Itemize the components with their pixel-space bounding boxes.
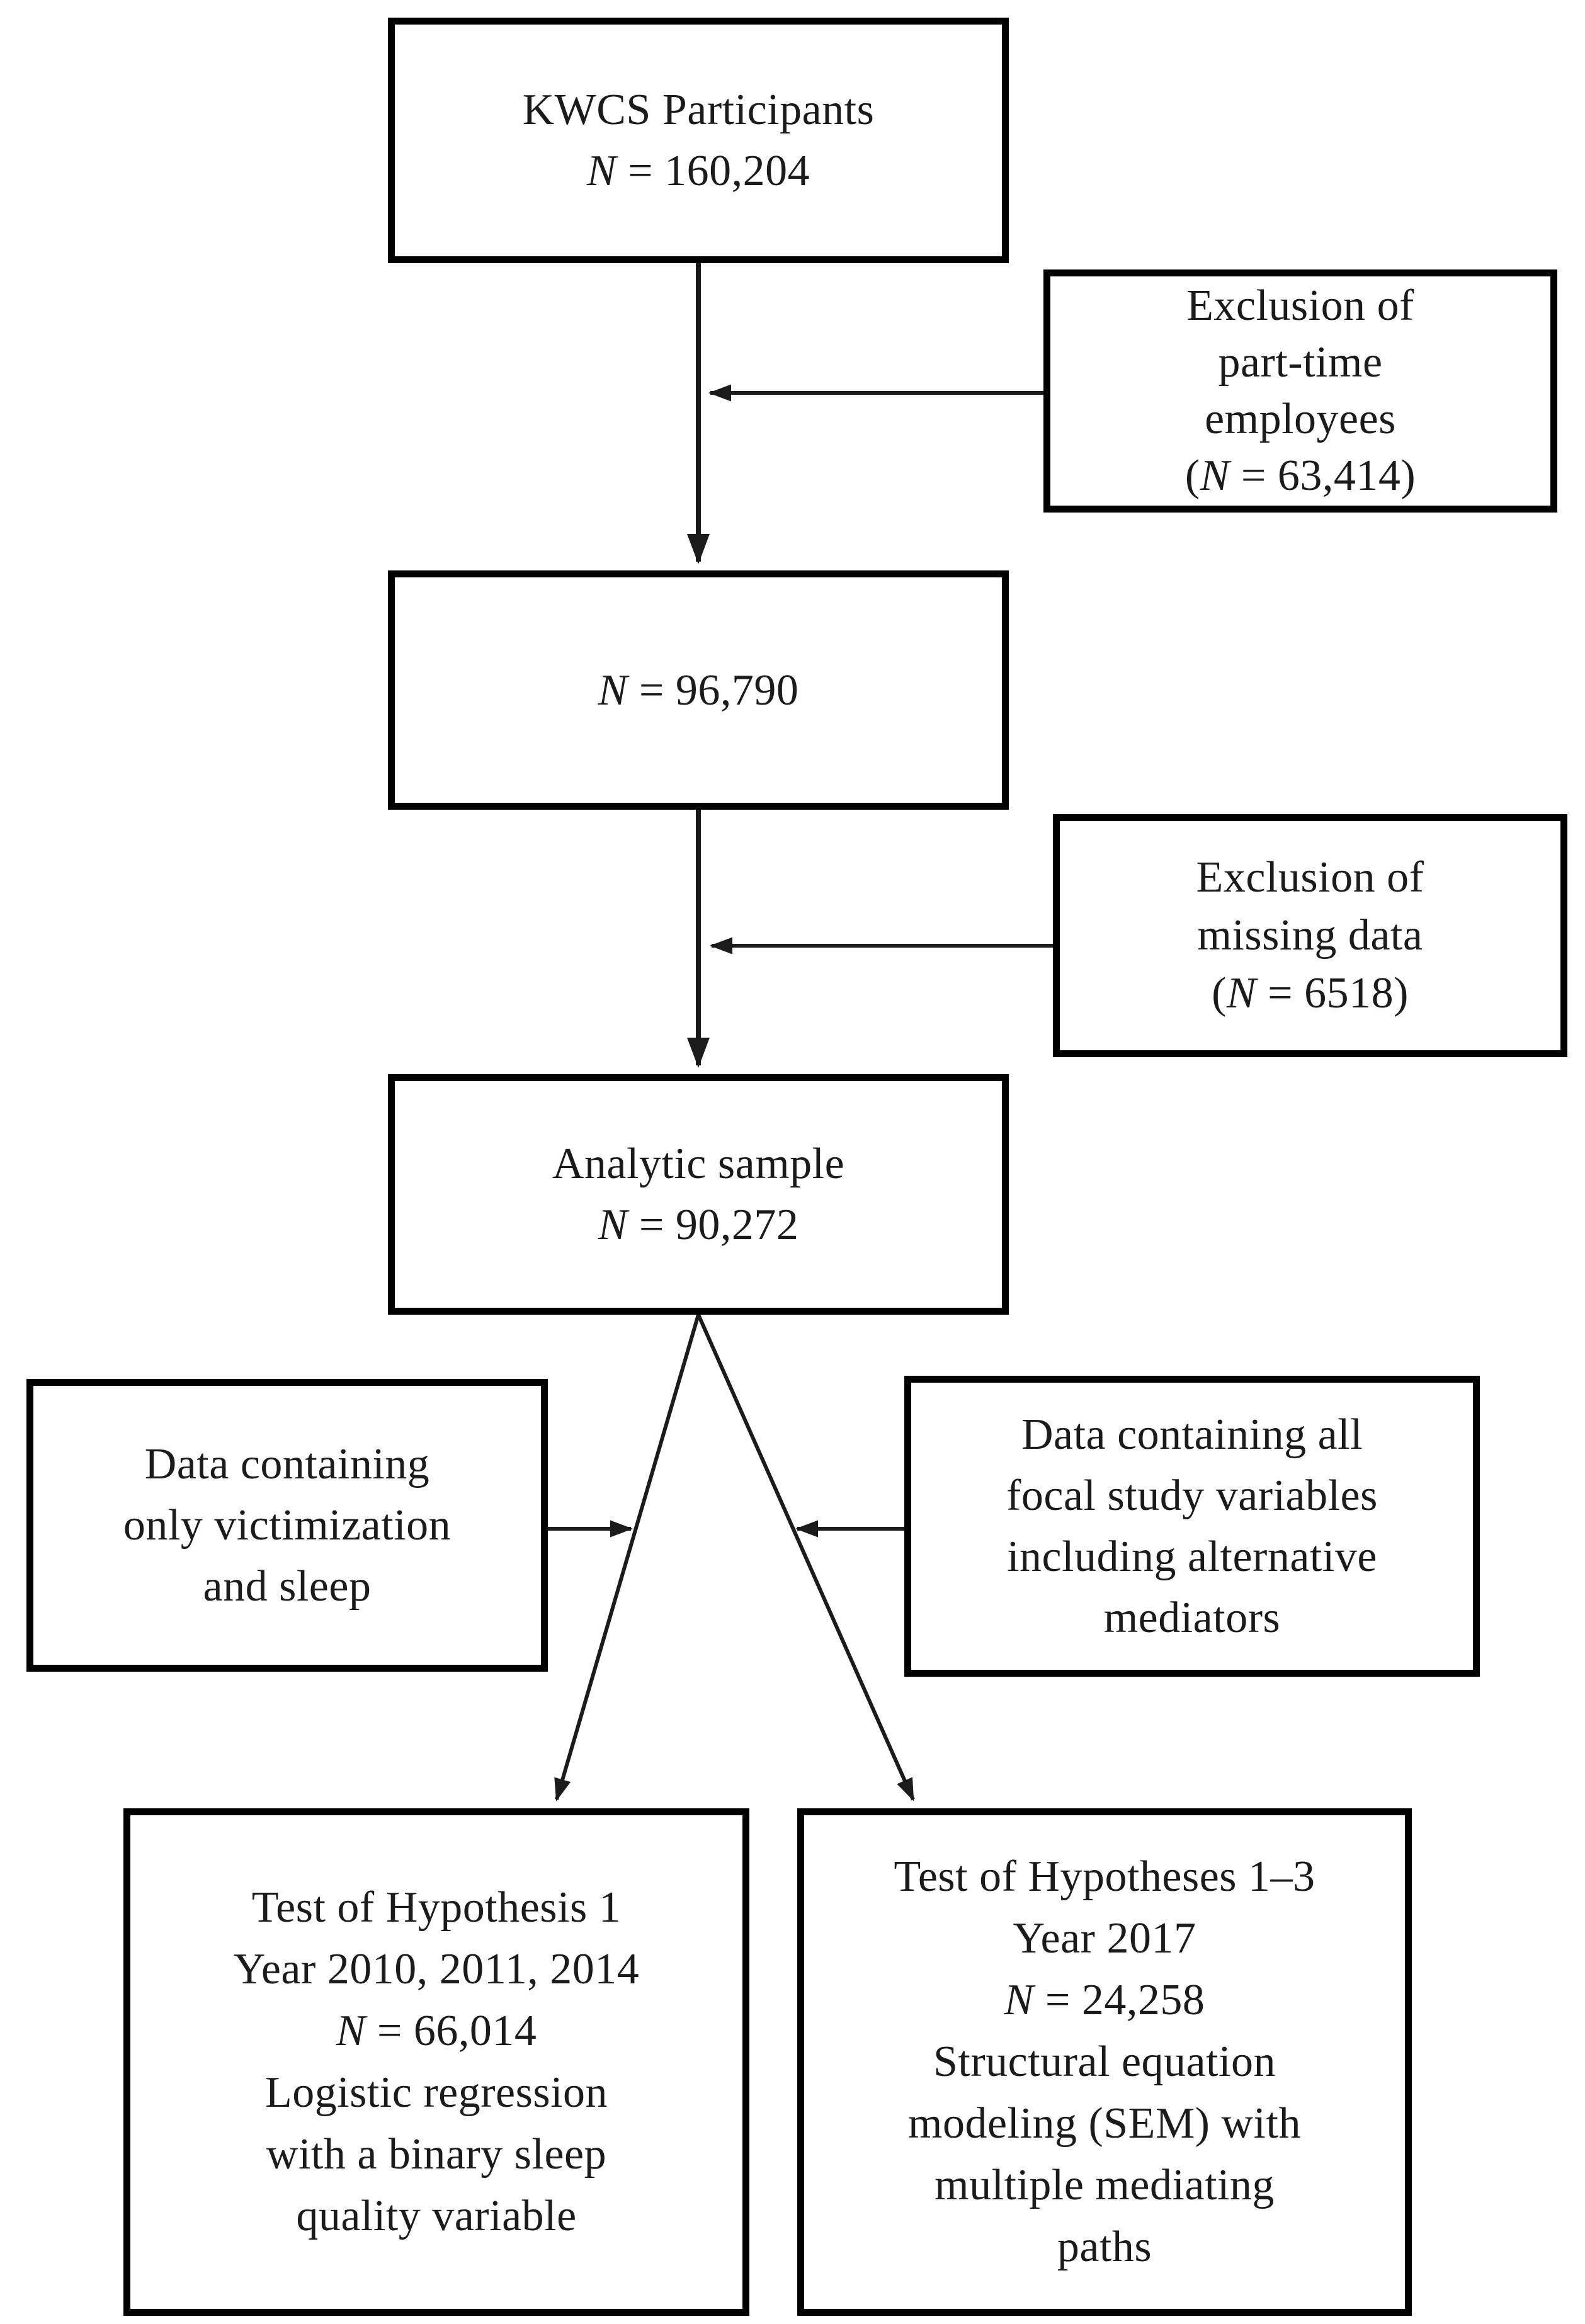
box-text-line: Logistic regression — [264, 2068, 608, 2117]
box-text-line: Year 2017 — [1013, 1914, 1196, 1963]
box-text-line: N = 24,258 — [1004, 1976, 1205, 2024]
box-text-line: including alternative — [1007, 1533, 1377, 1581]
box-text-line: part-time — [1218, 338, 1383, 387]
box-text-line: N = 160,204 — [586, 147, 810, 195]
box-text-line: N = 66,014 — [336, 2007, 537, 2055]
arrow-analytic-to-hypotheses13-diagonal — [696, 1313, 915, 1801]
box-text-line: Test of Hypothesis 1 — [251, 1883, 622, 1932]
box-text-line: mediators — [1103, 1594, 1281, 1642]
box-exclusion-missing-data: Exclusion of missing data (N = 6518) — [1053, 814, 1567, 1057]
arrow-analytic-to-hypothesis1-diagonal — [554, 1314, 700, 1801]
box-text-line: Exclusion of — [1196, 853, 1424, 902]
box-n-96790: N = 96,790 — [388, 570, 1009, 810]
box-kwcs-participants: KWCS Participants N = 160,204 — [388, 18, 1009, 263]
box-text-line: Exclusion of — [1186, 281, 1414, 330]
box-hypotheses-1-3-sem: Test of Hypotheses 1–3 Year 2017 N = 24,… — [797, 1808, 1412, 2316]
box-victimization-sleep-data: Data containing only victimization and s… — [26, 1379, 548, 1672]
box-text-line: Analytic sample — [552, 1140, 845, 1188]
box-hypothesis-1-logistic: Test of Hypothesis 1 Year 2010, 2011, 20… — [123, 1808, 749, 2316]
box-text-line: N = 96,790 — [598, 666, 799, 715]
box-text-line: employees — [1205, 395, 1396, 443]
box-text-line: quality variable — [296, 2192, 577, 2240]
box-text-line: Structural equation — [933, 2038, 1276, 2086]
box-text-line: with a binary sleep — [266, 2130, 607, 2179]
box-analytic-sample: Analytic sample N = 90,272 — [388, 1074, 1009, 1315]
box-text-line: (N = 6518) — [1212, 969, 1409, 1017]
box-text-line: multiple mediating — [935, 2161, 1275, 2209]
box-text-line: missing data — [1197, 911, 1423, 960]
box-text-line: Data containing — [144, 1440, 430, 1488]
box-text-line: N = 90,272 — [598, 1201, 799, 1249]
box-text-line: Data containing all — [1021, 1410, 1363, 1459]
box-text-line: modeling (SEM) with — [908, 2099, 1301, 2148]
box-text-line: Test of Hypotheses 1–3 — [894, 1852, 1315, 1901]
box-text-line: only victimization — [123, 1501, 452, 1550]
box-text-line: (N = 63,414) — [1184, 451, 1416, 500]
box-exclusion-part-time: Exclusion of part-time employees (N = 63… — [1043, 269, 1557, 513]
box-text-line: and sleep — [203, 1562, 372, 1611]
box-all-focal-variables: Data containing all focal study variable… — [904, 1376, 1480, 1677]
box-text-line: focal study variables — [1006, 1471, 1378, 1520]
box-text-line: KWCS Participants — [522, 86, 875, 134]
box-text-line: paths — [1057, 2223, 1152, 2271]
box-text-line: Year 2010, 2011, 2014 — [233, 1945, 640, 1993]
